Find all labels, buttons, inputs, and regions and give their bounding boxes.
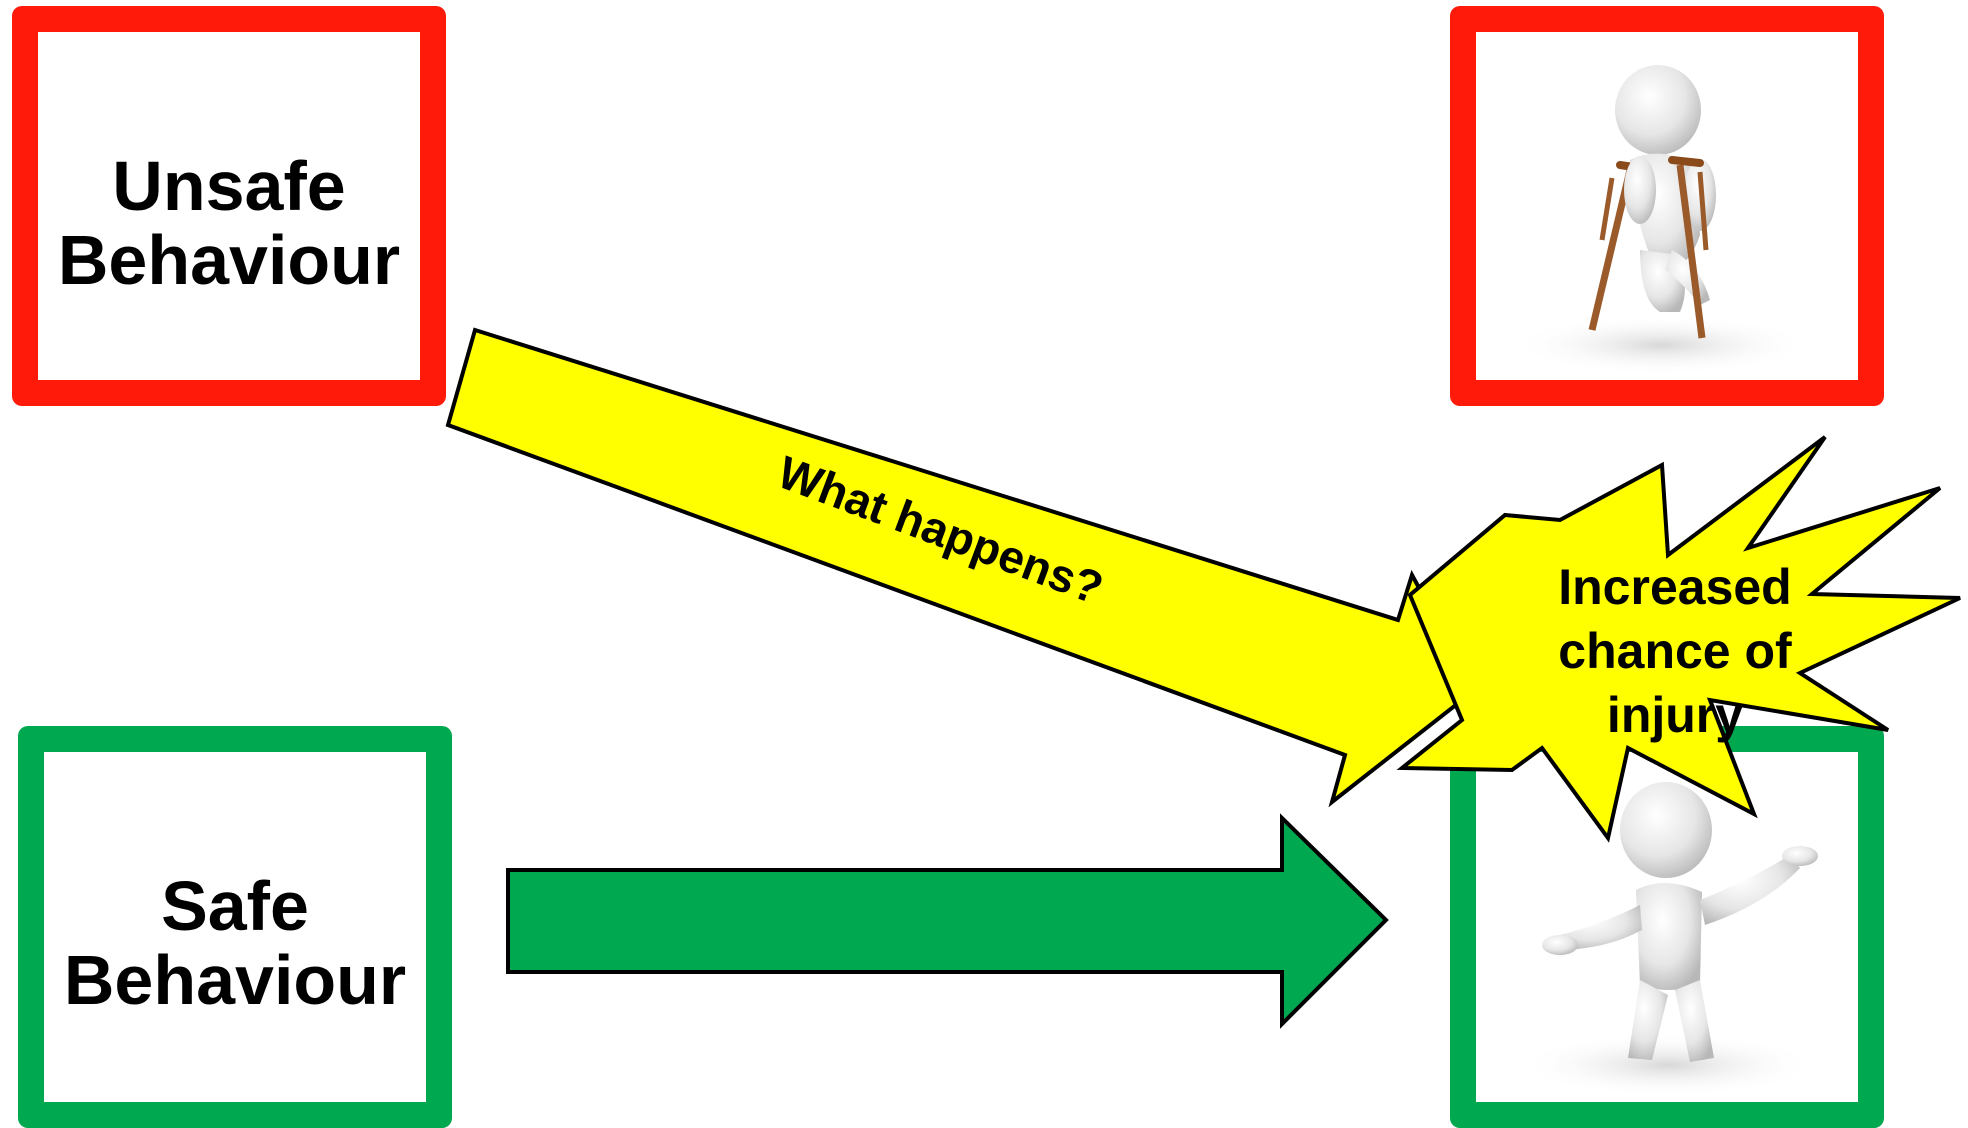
what-happens-arrow: What happens? (445, 327, 1478, 808)
burst-text: Increased chance of injury (1495, 555, 1855, 747)
safe-behaviour-box: Safe Behaviour (18, 726, 452, 1128)
burst-line3: injury (1606, 687, 1744, 743)
burst-line2: chance of (1558, 623, 1792, 679)
safe-behaviour-line1: Safe (161, 867, 309, 945)
unsafe-behaviour-line1: Unsafe (112, 147, 346, 225)
unsafe-behaviour-box: Unsafe Behaviour (12, 6, 446, 406)
safe-behaviour-label: Safe Behaviour (44, 867, 426, 1019)
safe-behaviour-line2: Behaviour (63, 940, 407, 1019)
unsafe-behaviour-label: Unsafe Behaviour (38, 147, 420, 299)
injury-burst (1396, 435, 1961, 843)
safe-path-arrow (506, 813, 1389, 1029)
figure-welcoming-icon (1518, 782, 1818, 1097)
unsafe-behaviour-line2: Behaviour (57, 220, 401, 299)
burst-line1: Increased (1558, 559, 1792, 615)
figure-on-crutches-icon (1512, 65, 1812, 375)
